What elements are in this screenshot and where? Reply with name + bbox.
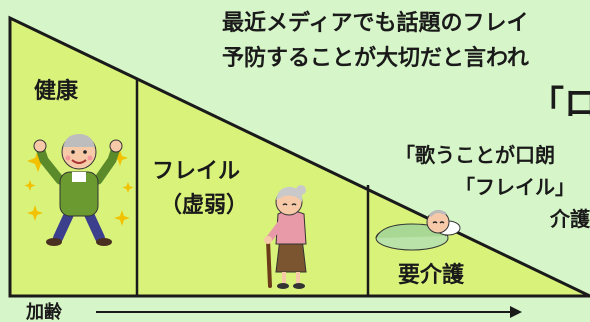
aging-arrow-head [510,306,522,318]
bedridden-elderly-icon [375,209,461,251]
stage-label-frail: フレイル [152,159,240,184]
elderly-woman-with-cane-icon [264,185,307,289]
headline-line-2: 予防することが大切だと言われ [222,45,529,71]
energetic-elderly-man-icon [24,134,134,246]
stage-label-frail-sub: （虚弱） [160,192,248,218]
stage-label-healthy: 健康 [34,78,79,104]
stage-label-care: 要介護 [398,262,465,288]
emphasis-text: 「ロ [530,84,590,124]
side-text-line-1: 「歌うことが口朗 [395,143,555,167]
axis-label-aging: 加齢 [25,301,63,322]
headline-line-1: 最近メディアでも話題のフレイ [222,10,528,36]
side-text-line-3: 介護 [549,207,590,231]
side-text-line-2: 「フレイル」 [455,175,575,199]
